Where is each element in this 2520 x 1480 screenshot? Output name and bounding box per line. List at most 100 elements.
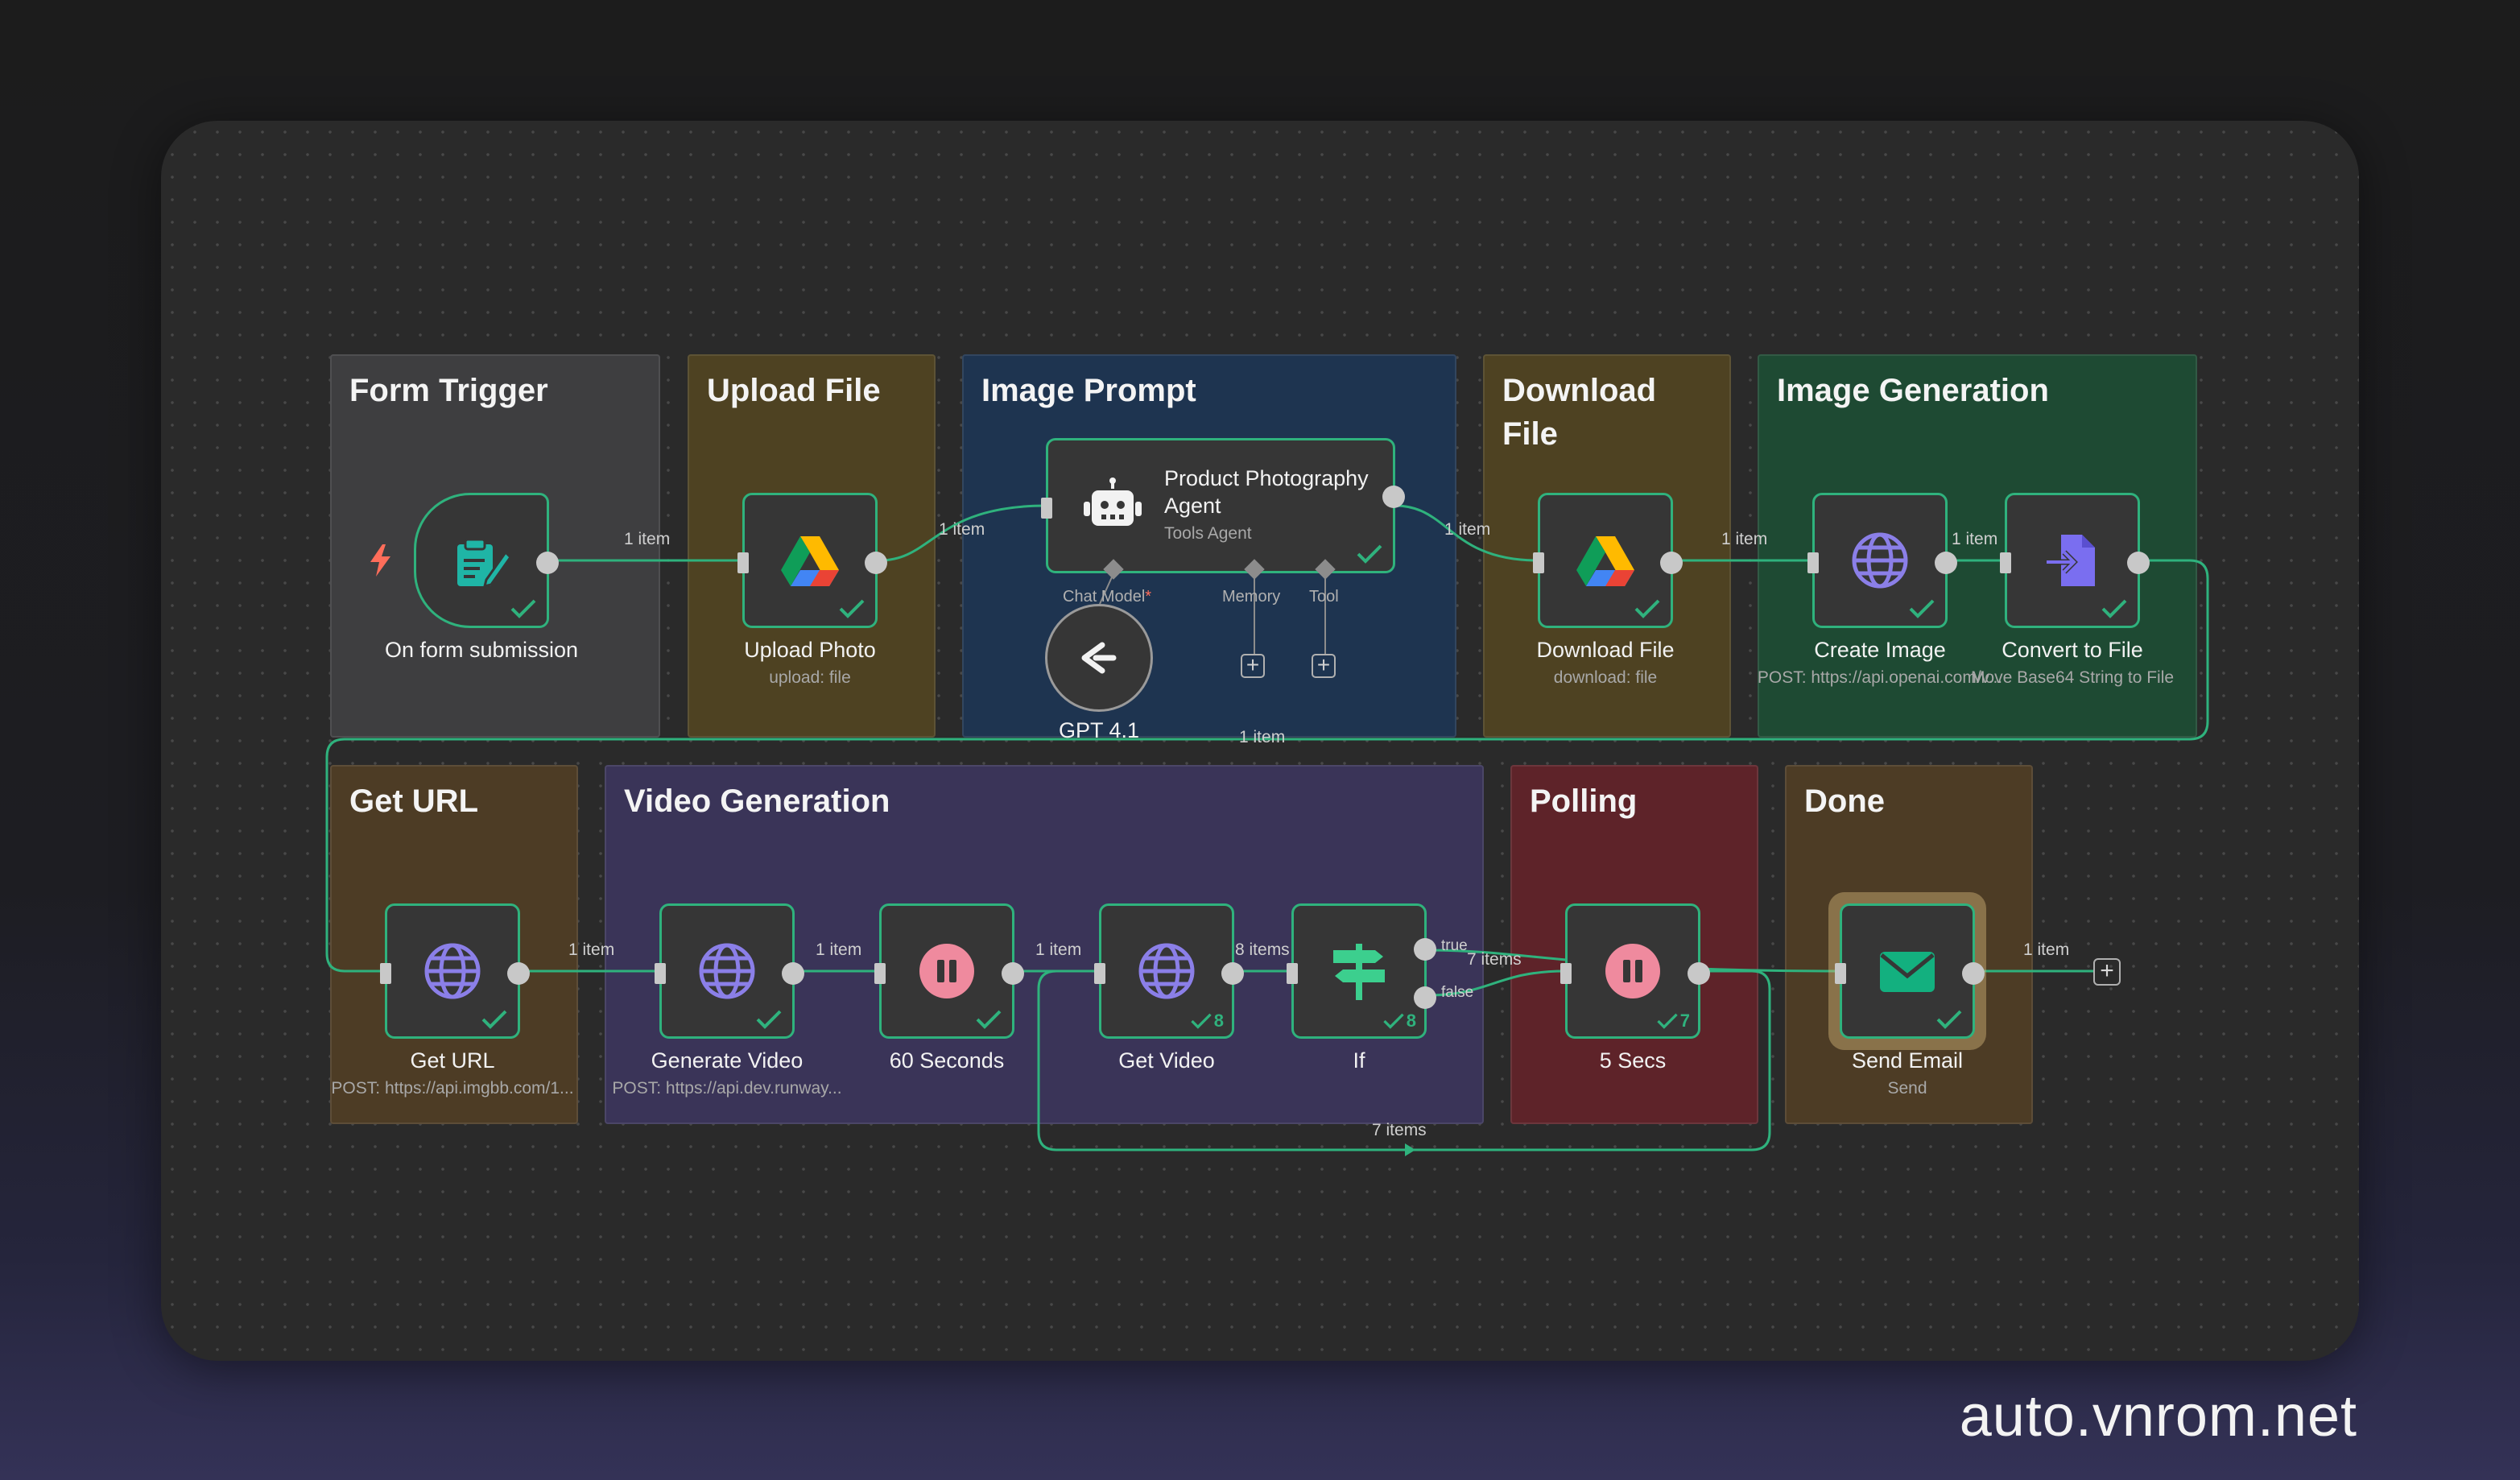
output-port[interactable] bbox=[1002, 962, 1024, 985]
output-port[interactable] bbox=[536, 552, 559, 574]
edge-label: 1 item bbox=[1721, 530, 1768, 548]
group-title: Video Generation bbox=[624, 783, 890, 819]
node-subtitle: POST: https://api.dev.runway... bbox=[612, 1079, 842, 1098]
agent-title: Product Photography Agent bbox=[1164, 466, 1369, 518]
output-port[interactable] bbox=[1935, 552, 1957, 574]
edge-label: 1 item bbox=[939, 520, 985, 539]
input-port[interactable] bbox=[1560, 963, 1572, 984]
google-drive-icon bbox=[781, 536, 839, 586]
input-port[interactable] bbox=[1807, 552, 1819, 573]
node-get-url[interactable] bbox=[380, 903, 530, 1039]
node-upload-photo[interactable] bbox=[737, 493, 887, 628]
node-on-form-submission[interactable] bbox=[414, 493, 559, 628]
node-subtitle: Send bbox=[1887, 1079, 1927, 1098]
node-subtitle: download: file bbox=[1553, 668, 1658, 687]
input-port[interactable] bbox=[1533, 552, 1544, 573]
output-port-false[interactable] bbox=[1414, 986, 1436, 1009]
node-send-email[interactable] bbox=[1835, 903, 1985, 1039]
node-label: Download File bbox=[1536, 638, 1675, 662]
input-port[interactable] bbox=[874, 963, 886, 984]
input-port[interactable] bbox=[380, 963, 391, 984]
trigger-bolt-icon bbox=[370, 544, 390, 577]
success-check-icon bbox=[481, 1010, 507, 1029]
node-create-image[interactable] bbox=[1807, 493, 1957, 628]
output-port-true[interactable] bbox=[1414, 938, 1436, 961]
run-count: 8 bbox=[1190, 1011, 1224, 1031]
success-check-icon bbox=[839, 599, 865, 618]
output-port[interactable] bbox=[507, 962, 530, 985]
node-product-photography-agent[interactable]: Product Photography Agent Tools Agent bbox=[1041, 438, 1405, 573]
input-port[interactable] bbox=[1835, 963, 1846, 984]
group-title: Image Generation bbox=[1777, 373, 2049, 408]
memory-label: Memory bbox=[1222, 588, 1281, 606]
workflow-canvas[interactable]: Form Trigger Upload File Image Prompt Do… bbox=[161, 121, 2359, 1361]
node-get-video[interactable]: 8 bbox=[1094, 903, 1244, 1039]
input-port[interactable] bbox=[737, 552, 749, 573]
edge-label: 1 item bbox=[624, 530, 671, 548]
add-node-button[interactable]: + bbox=[2093, 958, 2121, 986]
node-label: 60 Seconds bbox=[889, 1048, 1005, 1073]
if-false-label: false bbox=[1441, 984, 1474, 1001]
run-count-value: 7 bbox=[1679, 1011, 1690, 1031]
run-count: 7 bbox=[1656, 1011, 1690, 1031]
globe-icon bbox=[1852, 532, 1908, 589]
input-port[interactable] bbox=[655, 963, 666, 984]
input-port[interactable] bbox=[1041, 498, 1052, 519]
output-port[interactable] bbox=[1688, 962, 1710, 985]
edge-arrow bbox=[1405, 1143, 1415, 1156]
input-port[interactable] bbox=[2000, 552, 2011, 573]
node-if[interactable]: 8 bbox=[1287, 903, 1436, 1039]
success-check-icon bbox=[1357, 544, 1382, 564]
add-memory-button[interactable]: + bbox=[1241, 654, 1265, 678]
openai-icon bbox=[1081, 642, 1117, 674]
edge-label: 1 item bbox=[568, 941, 615, 959]
node-5-secs[interactable]: 7 bbox=[1560, 903, 1710, 1039]
output-port[interactable] bbox=[782, 962, 804, 985]
robot-icon bbox=[1084, 477, 1142, 526]
success-check-icon bbox=[2101, 599, 2127, 618]
node-generate-video[interactable] bbox=[655, 903, 804, 1039]
output-port[interactable] bbox=[1962, 962, 1985, 985]
group-title: Download File bbox=[1502, 373, 1657, 452]
group-form-trigger[interactable]: Form Trigger bbox=[330, 354, 660, 738]
run-count-value: 8 bbox=[1406, 1011, 1416, 1031]
node-label: Get Video bbox=[1118, 1048, 1215, 1073]
success-check-icon bbox=[1909, 599, 1935, 618]
success-check-icon bbox=[1936, 1010, 1962, 1029]
file-arrow-icon bbox=[2047, 535, 2095, 586]
node-subtitle: POST: https://api.imgbb.com/1... bbox=[331, 1079, 574, 1098]
chat-model-label: Chat Model* bbox=[1063, 588, 1151, 606]
output-port[interactable] bbox=[2127, 552, 2150, 574]
node-label: 5 Secs bbox=[1599, 1048, 1667, 1073]
node-download-file[interactable] bbox=[1533, 493, 1683, 628]
node-subtitle: Move Base64 String to File bbox=[1970, 668, 2175, 687]
input-port[interactable] bbox=[1287, 963, 1298, 984]
success-check-icon bbox=[1634, 599, 1660, 618]
edge-label: 7 items bbox=[1467, 950, 1522, 969]
node-label: Generate Video bbox=[651, 1048, 804, 1073]
success-check-icon bbox=[756, 1010, 782, 1029]
form-edit-icon bbox=[457, 538, 512, 589]
edge-label: 1 item bbox=[816, 941, 862, 959]
signpost-icon bbox=[1333, 944, 1385, 1000]
edge-upload-agent bbox=[878, 504, 1047, 562]
output-port[interactable] bbox=[865, 552, 887, 574]
group-title: Upload File bbox=[707, 373, 881, 408]
node-60-seconds[interactable] bbox=[874, 903, 1024, 1039]
output-port[interactable] bbox=[1221, 962, 1244, 985]
output-port[interactable] bbox=[1382, 486, 1405, 508]
node-gpt-4-1[interactable] bbox=[1045, 604, 1153, 712]
add-tool-button[interactable]: + bbox=[1312, 654, 1336, 678]
run-count: 8 bbox=[1382, 1011, 1416, 1031]
edge-label: 8 items bbox=[1235, 941, 1290, 959]
tool-label: Tool bbox=[1309, 588, 1339, 606]
node-label: Create Image bbox=[1814, 638, 1946, 662]
edge-5secs-loop bbox=[1037, 969, 1771, 1151]
node-label: Get URL bbox=[410, 1048, 495, 1073]
output-port[interactable] bbox=[1660, 552, 1683, 574]
node-convert-to-file[interactable] bbox=[2000, 493, 2150, 628]
node-label: Upload Photo bbox=[744, 638, 876, 662]
input-port[interactable] bbox=[1094, 963, 1105, 984]
edge-label: 1 item bbox=[1239, 728, 1286, 746]
edge-label: 1 item bbox=[1444, 520, 1491, 539]
